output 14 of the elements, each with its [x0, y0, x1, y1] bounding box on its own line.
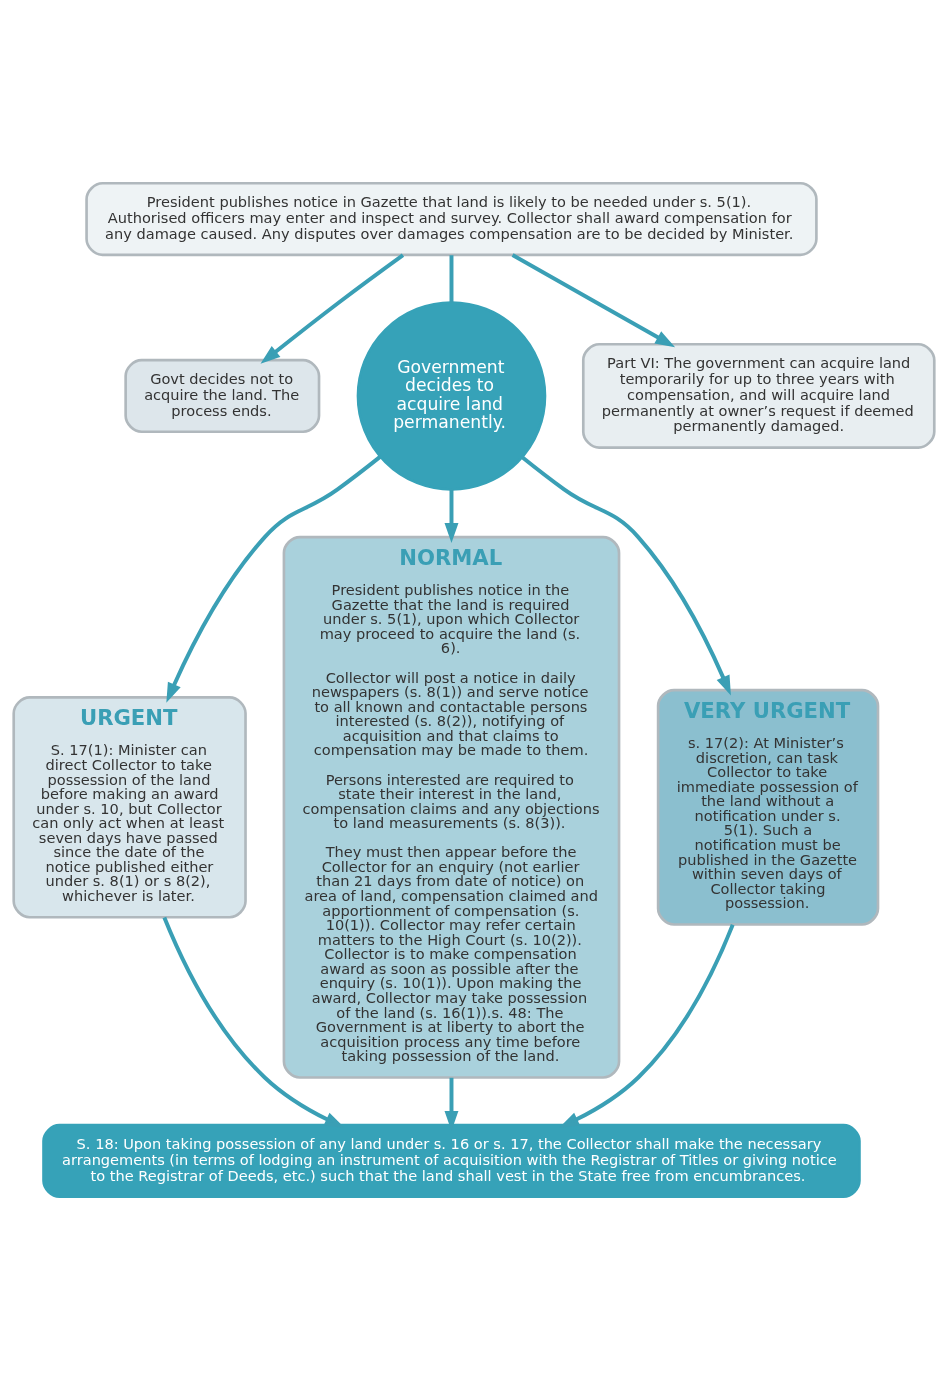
arrow [260, 253, 405, 364]
node-box: Govt decides not to acquire the land. The process ends. [124, 358, 321, 434]
node-box: NORMAL President publishes notice in the Gazette that the land is required under s. 5(1), upon which Collector may proceed to acquire the land (s. 6). Collector will post a notice in daily newspapers (s. 8(1)) and serve notice to all known and contactable persons interested (s. 8(2)), notifying of acquisition and that claims to compensation may be made to them. Persons interested are required to state their interest in the land, compensation claims and any objections to land measurements (s. 8(3)). They must then appear before the Collector for an enquiry (not earlier than 21 days from date of notice) on area of land, compensation claimed and apportionment of compensation (s. 10(1)). Collector may refer certain matters to the High Court (s. 10(2)). Collector is to make compensation award as soon as possible after the enquiry (s. 10(1)). Upon making the award, Collector may take possession of the land (s. 16(1)).s. 48: The Government is at liberty to abort the acquisition process any time before taking possession of the land. [282, 535, 621, 1079]
node-box: President publishes notice in Gazette that land is likely to be needed under s. 5(1). Authorised officers may enter and inspect and survey. Collector shall award compensation for any damage caused. Any disputes over damages compensation are to be decided by Minister. [85, 181, 818, 257]
arrow [511, 253, 676, 348]
arrow [444, 489, 459, 543]
connector [449, 255, 454, 303]
node-box: S. 18: Upon taking possession of any land under s. 16 or s. 17, the Collector shall make the necessary arrangements (in terms of lodging an instrument of acquisition with the Registrar of Titles or giving notice to the Registrar of Deeds, etc.) such that the land shall vest in the State free from encumbrances. [42, 1123, 861, 1199]
arrow [166, 455, 382, 703]
node-box: VERY URGENT s. 17(2): At Minister’s discretion, can task Collector to take immediate possession of the land without a notification under s. 5(1). Such a notification must be published in the Gazette within seven days of Collector taking possession. [656, 688, 880, 926]
node-box: Part VI: The government can acquire land temporarily for up to three years with compensation, and will acquire land permanently at owner’s request if deemed permanently damaged. [581, 342, 936, 449]
node-circle: Government decides to acquire land permanently. [356, 301, 547, 491]
node-box: URGENT S. 17(1): Minister can direct Collector to take possession of the land before making an award under s. 10, but Collector can only act when at least seven days have passed since the date of the notice published either under s. 8(1) or s 8(2), whichever is later. [12, 696, 247, 919]
arrow [521, 455, 731, 696]
